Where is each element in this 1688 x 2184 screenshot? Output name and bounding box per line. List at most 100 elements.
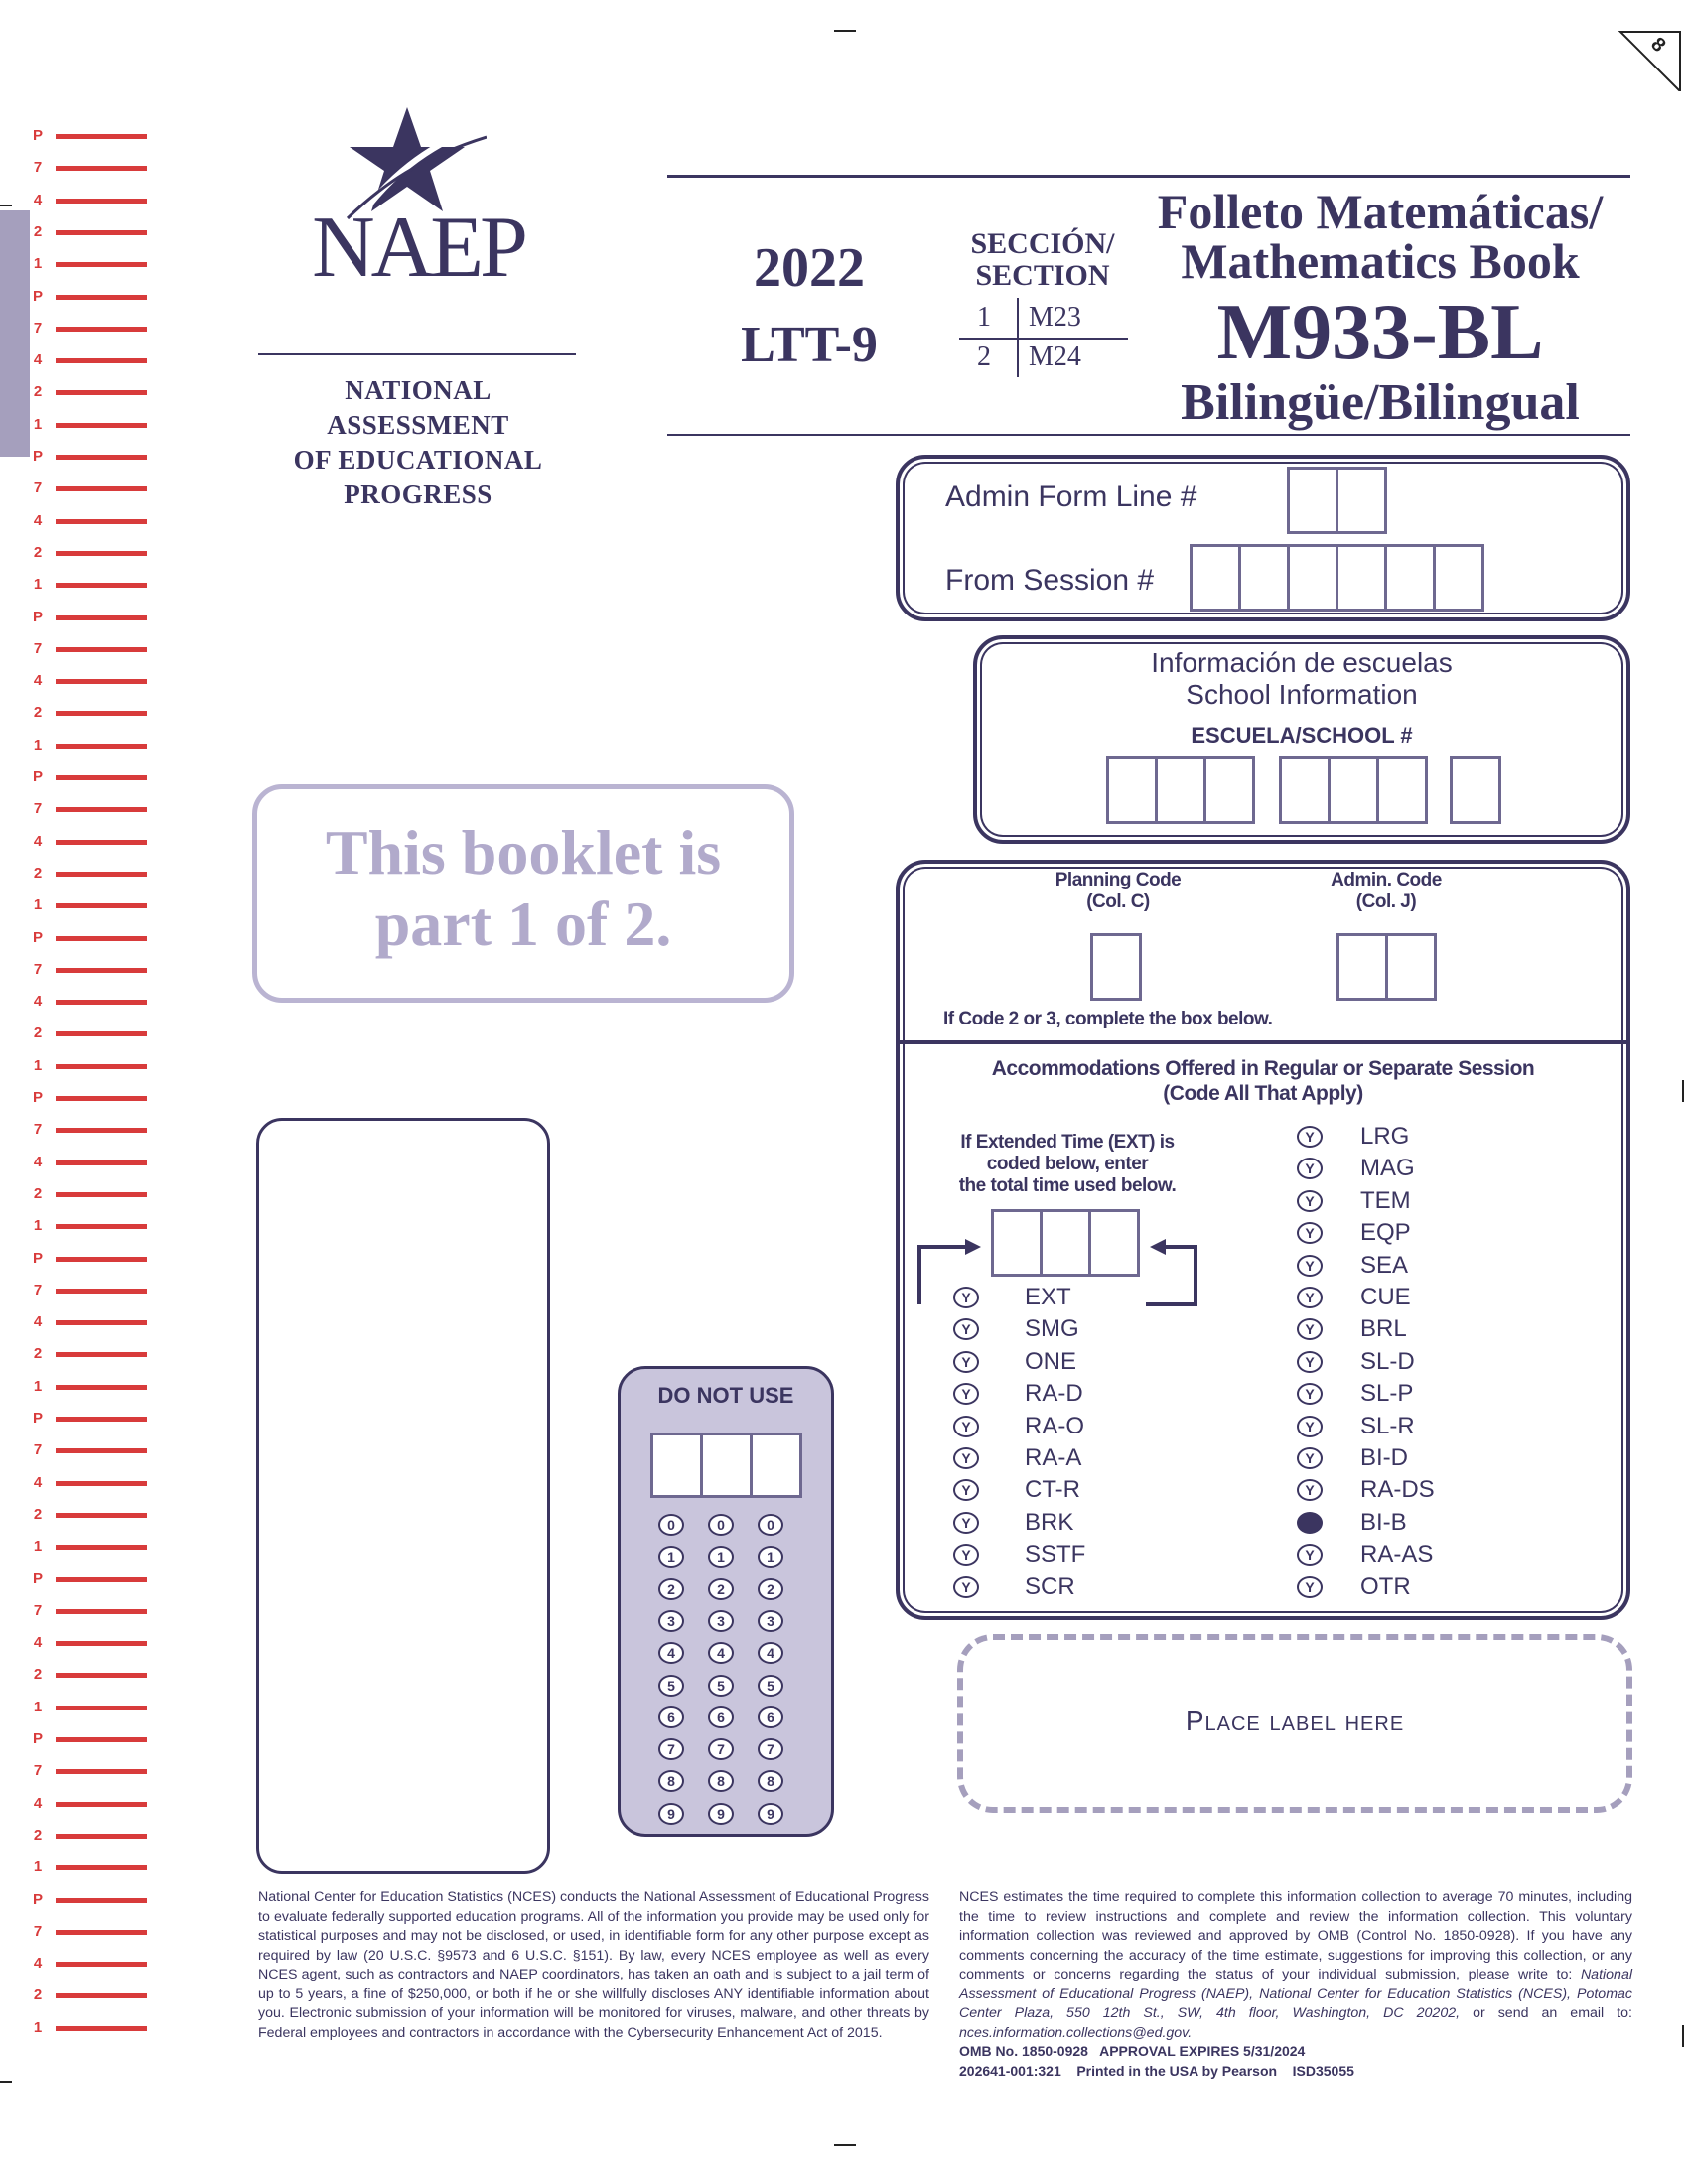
timing-mark-char: 4 [33,511,43,529]
accommodation-bubble[interactable] [1297,1511,1323,1534]
accommodation-bubble[interactable]: Y [1297,1254,1323,1277]
timing-mark: 1 [28,1699,147,1718]
timing-mark-char: P [32,287,43,305]
accommodation-bubble[interactable]: Y [953,1318,979,1341]
timing-mark-bar [56,198,147,204]
timing-mark: P [28,768,147,788]
accommodation-bubble[interactable]: Y [1297,1318,1323,1341]
codes-accommodations-box [896,860,1630,1620]
extended-time-cell[interactable] [1040,1209,1091,1277]
timing-mark: P [28,1410,147,1430]
timing-mark-bar [56,1962,147,1968]
timing-mark-bar [56,839,147,845]
header-top-rule [667,175,1630,178]
timing-mark-bar [56,1833,147,1839]
timing-mark-char: 2 [33,222,43,240]
school-info-title: Información de escuelas School Informati… [973,647,1630,711]
accommodation-bubble[interactable]: Y [1297,1222,1323,1245]
session-number-cell[interactable] [1336,544,1387,612]
timing-mark: 4 [28,1795,147,1815]
session-number-cell[interactable] [1433,544,1484,612]
accommodation-label: BI-B [1360,1508,1407,1536]
session-number-cell[interactable] [1384,544,1436,612]
school-number-cell[interactable] [1328,756,1379,824]
digit-bubble: 8 [708,1770,734,1793]
accommodation-bubble[interactable]: Y [1297,1415,1323,1437]
timing-mark-bar [56,1031,147,1037]
accommodation-label: SL-D [1360,1347,1415,1375]
timing-mark-bar [56,1288,147,1294]
timing-mark: 4 [28,1955,147,1975]
accommodation-bubble[interactable]: Y [1297,1189,1323,1212]
accommodation-bubble[interactable]: Y [953,1350,979,1373]
planning-code-cell[interactable] [1090,933,1142,1001]
extended-time-cell[interactable] [991,1209,1043,1277]
timing-mark: 7 [28,320,147,340]
accommodation-bubble[interactable]: Y [1297,1383,1323,1406]
extended-time-cell[interactable] [1088,1209,1140,1277]
admin-code-cell[interactable] [1385,933,1437,1001]
accommodation-bubble[interactable]: Y [953,1544,979,1567]
admin-code-cell[interactable] [1336,933,1388,1001]
timing-mark-char: 4 [33,1153,43,1170]
school-number-cell[interactable] [1279,756,1331,824]
accommodation-bubble[interactable]: Y [1297,1575,1323,1598]
timing-mark-bar [56,1801,147,1807]
timing-mark-bar [56,1737,147,1742]
timing-mark-bar [56,422,147,428]
school-number-cell[interactable] [1376,756,1428,824]
school-number-cell[interactable] [1450,756,1501,824]
accommodation-bubble[interactable]: Y [1297,1126,1323,1148]
accommodation-bubble[interactable]: Y [953,1447,979,1469]
accommodation-bubble[interactable]: Y [1297,1287,1323,1308]
timing-mark: 1 [28,737,147,756]
timing-mark-bar [56,775,147,780]
timing-mark-char: 2 [33,1666,43,1684]
accommodation-bubble[interactable]: Y [953,1287,979,1308]
accommodation-bubble[interactable]: Y [953,1575,979,1598]
timing-mark-bar [56,935,147,941]
accommodation-bubble[interactable]: Y [1297,1479,1323,1502]
accommodation-bubble[interactable]: Y [953,1383,979,1406]
timing-mark: 2 [28,1345,147,1365]
digit-bubble: 0 [758,1514,783,1536]
accommodation-bubble[interactable]: Y [953,1479,979,1502]
arrow-right-bracket-icon [1146,1239,1197,1306]
timing-mark-bar [56,1417,147,1422]
timing-mark-char: 1 [33,415,43,433]
timing-mark: 2 [28,1506,147,1526]
accommodation-label: OTR [1360,1572,1411,1600]
school-info-box [973,635,1630,844]
admin-form-line-cell[interactable] [1336,467,1387,534]
session-number-cell[interactable] [1238,544,1290,612]
timing-mark-bar [56,1897,147,1903]
timing-mark-bar [56,1576,147,1582]
timing-mark-char: P [32,1890,43,1908]
session-number-cell[interactable] [1287,544,1338,612]
timing-mark-bar [56,229,147,235]
timing-mark-char: 7 [33,1762,43,1780]
digit-bubble: 6 [758,1706,783,1728]
school-number-cell[interactable] [1203,756,1255,824]
accommodation-bubble[interactable]: Y [1297,1447,1323,1469]
accommodation-bubble[interactable]: Y [953,1511,979,1534]
timing-mark: 7 [28,159,147,179]
logo-subtitle: NATIONAL ASSESSMENT OF EDUCATIONAL PROGR… [254,373,582,512]
timing-mark: 1 [28,896,147,916]
admin-form-line-cell[interactable] [1287,467,1338,534]
accommodation-bubble[interactable]: Y [1297,1544,1323,1567]
school-number-cell[interactable] [1106,756,1158,824]
timing-mark-bar [56,1929,147,1935]
timing-mark: 1 [28,255,147,275]
timing-mark-char: 1 [33,1377,43,1395]
accommodation-bubble[interactable]: Y [1297,1158,1323,1180]
accommodation-bubble[interactable]: Y [1297,1350,1323,1373]
timing-mark-char: 1 [33,1056,43,1074]
print-line: 202641-001:321 Printed in the USA by Pea… [959,2063,1354,2079]
accommodation-bubble[interactable]: Y [953,1415,979,1437]
school-number-cell[interactable] [1155,756,1206,824]
session-number-cell[interactable] [1190,544,1241,612]
timing-mark: P [28,1890,147,1911]
naep-star-logo-icon [346,107,487,221]
